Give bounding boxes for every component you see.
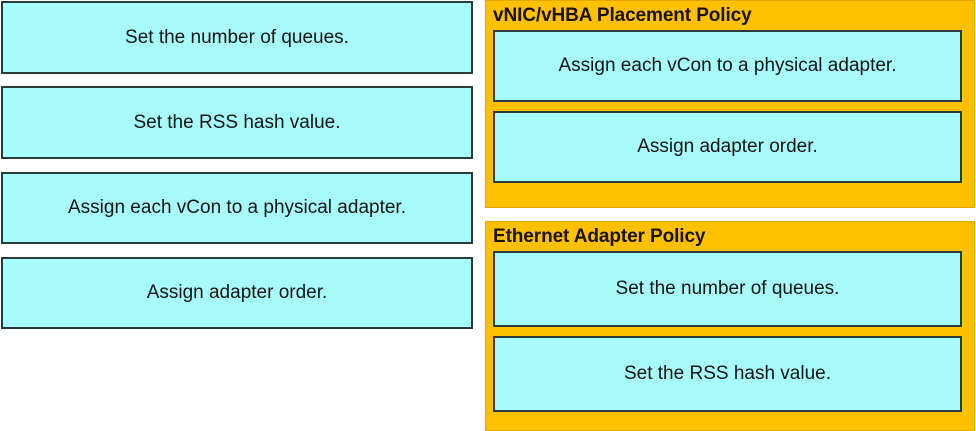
drop-slot[interactable]: Set the number of queues. [493, 251, 962, 327]
policy-panel-ethernet-adapter[interactable]: Ethernet Adapter Policy Set the number o… [485, 221, 975, 431]
drop-slot-list: Set the number of queues. Set the RSS ha… [486, 251, 974, 419]
source-tile-label: Assign each vCon to a physical adapter. [68, 197, 406, 219]
source-tile-label: Set the RSS hash value. [133, 111, 341, 133]
drop-slot[interactable]: Set the RSS hash value. [493, 336, 962, 412]
drop-slot-label: Set the RSS hash value. [623, 363, 831, 385]
drop-slot-label: Set the number of queues. [615, 278, 840, 300]
drop-slot[interactable]: Assign adapter order. [493, 111, 962, 183]
policy-panel-title: vNIC/vHBA Placement Policy [493, 5, 752, 26]
source-tile[interactable]: Set the number of queues. [1, 1, 473, 74]
policy-panel-vnic-vhba-placement[interactable]: vNIC/vHBA Placement Policy Assign each v… [485, 0, 975, 208]
drop-slot[interactable]: Assign each vCon to a physical adapter. [493, 30, 962, 102]
drop-slot-list: Assign each vCon to a physical adapter. … [486, 30, 974, 190]
source-tile-label: Set the number of queues. [125, 26, 349, 48]
policy-panel-title: Ethernet Adapter Policy [493, 226, 706, 247]
drop-slot-label: Assign adapter order. [637, 136, 818, 158]
source-tile[interactable]: Assign adapter order. [1, 257, 473, 329]
source-tile[interactable]: Assign each vCon to a physical adapter. [1, 172, 473, 244]
drop-slot-label: Assign each vCon to a physical adapter. [558, 55, 897, 77]
source-tile-label: Assign adapter order. [146, 282, 328, 304]
source-tile[interactable]: Set the RSS hash value. [1, 86, 473, 159]
